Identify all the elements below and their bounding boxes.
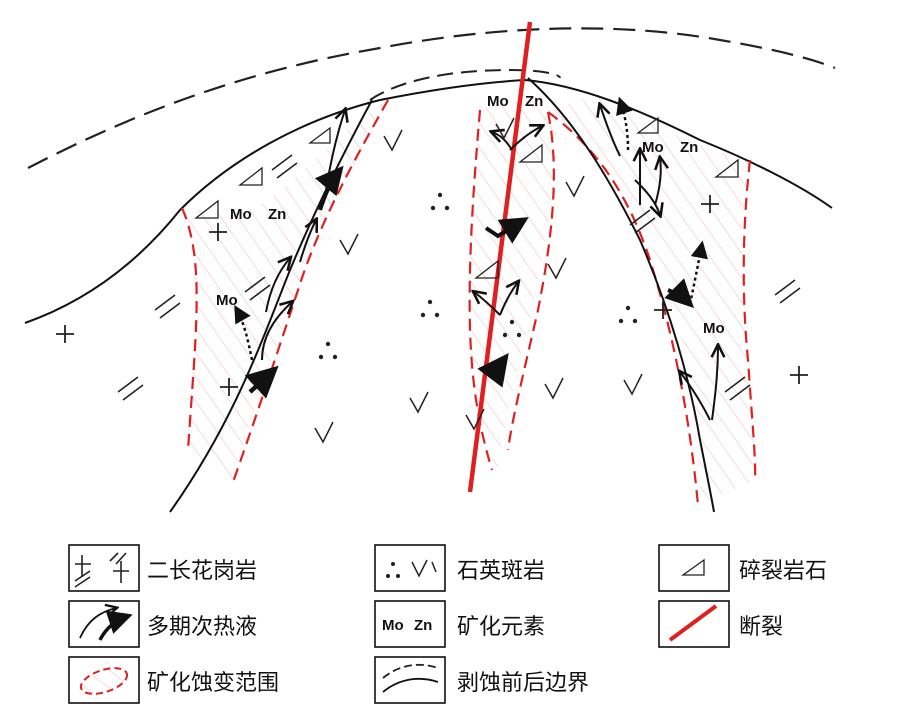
fluid-legend-icon-thick — [98, 610, 133, 641]
element-label-mo-left: Mo — [230, 206, 252, 223]
legend-item-erosion: 剥蚀前后边界 — [374, 656, 589, 704]
legend-item-granite: 二长花岗岩 — [68, 544, 257, 592]
legend-item-fault: 断裂 — [658, 600, 783, 648]
legend-label-element: 矿化元素 — [457, 615, 545, 640]
legend: 二长花岗岩 石英斑岩 碎裂岩石 多期次热液 Mo Zn 矿化元素 — [68, 544, 827, 704]
porphyry-v-marks — [314, 117, 643, 444]
legend-label-porphyry: 石英斑岩 — [457, 559, 545, 584]
pre-erosion-boundary — [27, 27, 836, 169]
legend-label-erosion: 剥蚀前后边界 — [457, 671, 589, 696]
granite-symbols — [56, 195, 808, 396]
legend-item-alteration: 矿化蚀变范围 — [68, 656, 279, 704]
current-erosion-surface — [24, 78, 833, 324]
element-label-mo-right: Mo — [642, 139, 664, 156]
legend-label-alteration: 矿化蚀变范围 — [147, 671, 279, 696]
element-label-zn-top: Zn — [525, 93, 543, 110]
erosion-legend-icon-solid — [382, 677, 439, 693]
legend-item-element: Mo Zn 矿化元素 — [374, 600, 545, 648]
fluid-legend-icon-thin — [79, 608, 116, 639]
element-labels: Mo Zn Mo Zn Mo Zn Mo Mo — [216, 93, 725, 337]
legend-item-fluid: 多期次热液 — [68, 600, 257, 648]
alteration-zone-left — [182, 100, 388, 485]
legend-element-mo: Mo — [382, 617, 404, 634]
legend-label-fluid: 多期次热液 — [147, 615, 257, 640]
legend-item-breccia: 碎裂岩石 — [658, 544, 827, 592]
legend-item-porphyry: 石英斑岩 — [374, 544, 545, 592]
granite-texture-marks — [117, 154, 801, 401]
breccia-triangle-icons — [194, 116, 739, 279]
erosion-legend-icon-dashed — [382, 663, 439, 679]
hydrothermal-fluid-arrows — [234, 96, 718, 421]
element-label-zn-left: Zn — [268, 206, 286, 223]
breccia-legend-icon — [680, 558, 705, 576]
fault-legend-icon — [668, 604, 718, 642]
legend-label-granite: 二长花岗岩 — [147, 559, 257, 584]
fault-line — [467, 21, 533, 493]
pre-erosion-boundary-top-dome — [369, 68, 561, 101]
alteration-boundaries — [180, 99, 757, 506]
element-label-mo-top: Mo — [487, 93, 509, 110]
alteration-legend-icon — [79, 667, 129, 695]
alteration-zone-right — [548, 95, 755, 505]
legend-element-zn: Zn — [414, 617, 432, 634]
element-label-zn-right: Zn — [680, 139, 698, 156]
element-label-mo-left-lower: Mo — [216, 292, 238, 309]
porphyry-dots — [318, 192, 638, 360]
legend-label-breccia: 碎裂岩石 — [739, 559, 827, 584]
granite-legend-icon — [74, 552, 129, 588]
element-label-mo-right-lower: Mo — [703, 320, 725, 337]
porphyry-legend-icon — [386, 559, 437, 578]
legend-label-fault: 断裂 — [739, 615, 783, 640]
